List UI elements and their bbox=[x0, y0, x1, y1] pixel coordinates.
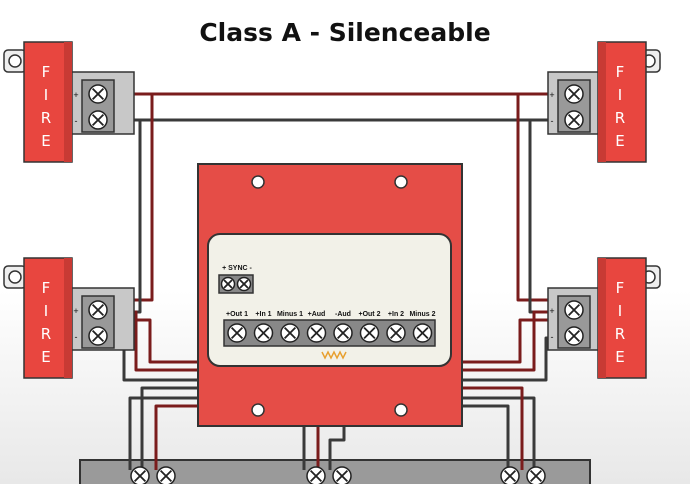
device-label-letter: R bbox=[41, 109, 51, 127]
screw-terminal bbox=[88, 110, 108, 130]
screw-terminal bbox=[88, 326, 108, 346]
polarity-plus: + bbox=[73, 90, 78, 100]
polarity-minus: - bbox=[551, 116, 554, 126]
screw-terminal bbox=[88, 84, 108, 104]
mount-screw-icon bbox=[8, 270, 22, 284]
terminal-label: +In 1 bbox=[255, 311, 271, 318]
device-label-letter: E bbox=[41, 132, 50, 150]
wire bbox=[434, 318, 572, 364]
device-label-letter: I bbox=[618, 86, 622, 104]
screw-terminal bbox=[236, 276, 252, 292]
device-label-letter: E bbox=[615, 348, 624, 366]
screw-terminal bbox=[386, 323, 406, 343]
device-label-letter: F bbox=[616, 279, 625, 297]
terminal-label: +Out 2 bbox=[359, 311, 381, 318]
wire bbox=[98, 118, 142, 314]
terminal-label: +Aud bbox=[308, 311, 326, 318]
screw-terminal bbox=[526, 466, 546, 484]
device-label-letter: R bbox=[615, 109, 625, 127]
screw-terminal bbox=[359, 323, 380, 343]
silence-module: + SYNC - +Out 1 +In 1 Minus 1 +Aud -Aud +Out … bbox=[197, 163, 463, 427]
polarity-minus: - bbox=[551, 332, 554, 342]
screw-terminal bbox=[306, 323, 327, 343]
mounting-hole bbox=[394, 175, 408, 189]
diagram-title: Class A - Silenceable bbox=[199, 18, 491, 47]
device-label-letter: E bbox=[41, 348, 50, 366]
mounting-hole bbox=[394, 403, 408, 417]
terminal-label: Minus 2 bbox=[409, 311, 435, 318]
wire bbox=[528, 118, 572, 314]
device-label-letter: R bbox=[615, 325, 625, 343]
device-label-letter: R bbox=[41, 325, 51, 343]
device-label-letter: F bbox=[42, 63, 51, 81]
screw-terminal bbox=[564, 84, 584, 104]
terminal-label: Minus 1 bbox=[277, 311, 303, 318]
screw-terminal bbox=[564, 326, 584, 346]
terminal-label: +Out 1 bbox=[226, 311, 248, 318]
terminal-label: -Aud bbox=[335, 311, 351, 318]
screw-terminal bbox=[130, 466, 150, 484]
mounting-hole bbox=[251, 175, 265, 189]
screw-terminal bbox=[156, 466, 176, 484]
sync-label: + SYNC - bbox=[222, 265, 252, 272]
screw-terminal bbox=[500, 466, 520, 484]
screw-terminal bbox=[333, 323, 353, 343]
screw-terminal bbox=[88, 300, 108, 320]
device-label-letter: F bbox=[42, 279, 51, 297]
screw-terminal bbox=[564, 300, 584, 320]
polarity-minus: - bbox=[75, 116, 78, 126]
screw-terminal bbox=[280, 323, 300, 343]
polarity-minus: - bbox=[75, 332, 78, 342]
device-label-letter: F bbox=[616, 63, 625, 81]
mount-screw-icon bbox=[8, 54, 22, 68]
device-label-letter: I bbox=[618, 302, 622, 320]
device-label-letter: E bbox=[615, 132, 624, 150]
screw-terminal bbox=[332, 466, 352, 484]
polarity-plus: + bbox=[73, 306, 78, 316]
terminal-label: +In 2 bbox=[388, 311, 404, 318]
screw-terminal bbox=[220, 276, 236, 292]
device-label-letter: I bbox=[44, 86, 48, 104]
mounting-hole bbox=[251, 403, 265, 417]
wire bbox=[516, 92, 572, 302]
device-label-letter: I bbox=[44, 302, 48, 320]
polarity-plus: + bbox=[549, 90, 554, 100]
screw-terminal bbox=[227, 323, 247, 343]
screw-terminal bbox=[412, 323, 433, 343]
end-of-line-resistor bbox=[321, 350, 347, 360]
polarity-plus: + bbox=[549, 306, 554, 316]
screw-terminal bbox=[253, 323, 274, 343]
screw-terminal bbox=[306, 466, 326, 484]
screw-terminal bbox=[564, 110, 584, 130]
